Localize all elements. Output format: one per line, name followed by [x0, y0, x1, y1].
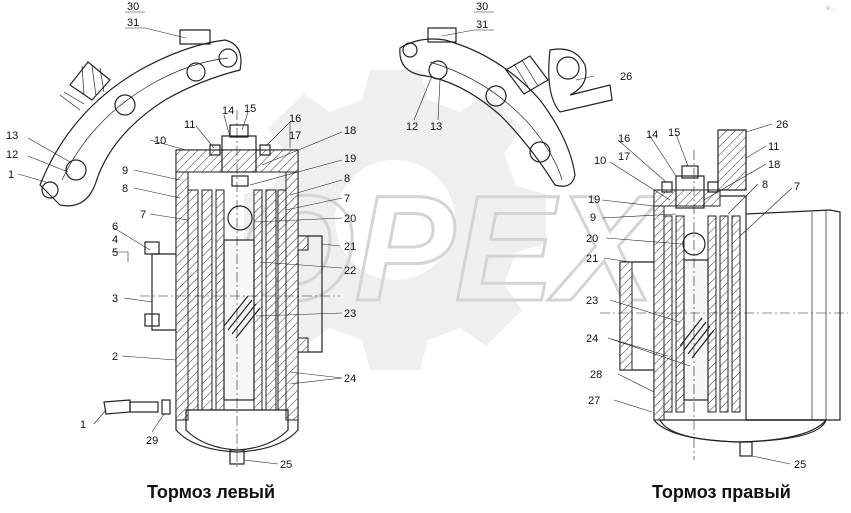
- callout: 17: [289, 130, 301, 142]
- callout: 21: [586, 253, 598, 265]
- callout: 2: [112, 351, 118, 363]
- watermark-gear: [244, 70, 546, 370]
- caption-right-brake: Тормоз правый: [652, 482, 791, 502]
- callout: 25: [280, 459, 292, 471]
- callout: 15: [668, 127, 680, 139]
- callout: 24: [344, 373, 356, 385]
- callout: 6: [112, 221, 118, 233]
- callout: 16: [289, 113, 301, 125]
- left-lever: [39, 29, 242, 207]
- callout: 23: [344, 308, 356, 320]
- callout: 25: [794, 459, 806, 471]
- callout: 26: [620, 71, 632, 83]
- callout: 30: [476, 1, 488, 13]
- callout: 30: [127, 1, 139, 13]
- callout: 7: [140, 209, 146, 221]
- callout: 14: [646, 129, 658, 141]
- corner-mark: © ...: [826, 6, 836, 12]
- callout: 24: [586, 333, 598, 345]
- callout: 21: [344, 241, 356, 253]
- callout: 16: [618, 133, 630, 145]
- callout: 19: [588, 194, 600, 206]
- callout: 20: [586, 233, 598, 245]
- callout: 11: [768, 141, 779, 153]
- callout: 8: [122, 183, 128, 195]
- callout: 10: [594, 155, 606, 167]
- callout: 10: [154, 135, 166, 147]
- callout: 5: [112, 247, 118, 259]
- callout: 9: [590, 212, 596, 224]
- callout: 12: [6, 149, 18, 161]
- callout: 27: [588, 395, 600, 407]
- left-brake: 30 31 13 12 1 10 11 14 15 16 17 18 9 19 …: [6, 1, 356, 471]
- right-brake: 30 31 26 12 13 26 16 17 14 15 11 10 18 8…: [399, 1, 848, 471]
- callout: 13: [430, 121, 442, 133]
- callout: 28: [590, 369, 602, 381]
- callout: 31: [127, 17, 139, 29]
- callout: 29: [146, 435, 158, 447]
- left-housing: [140, 110, 340, 470]
- left-leaders: [17, 11, 343, 465]
- callout: 23: [586, 295, 598, 307]
- right-callouts: 30 31 26 12 13 26 16 17 14 15 11 10 18 8…: [406, 1, 806, 471]
- callout: 11: [184, 119, 195, 131]
- callout: 18: [768, 159, 780, 171]
- callout: 20: [344, 213, 356, 225]
- callout: 14: [222, 105, 234, 117]
- callout: 9: [122, 165, 128, 177]
- callout: 17: [618, 151, 630, 163]
- right-leaders: [413, 11, 793, 465]
- callout: 31: [476, 19, 488, 31]
- callout: 13: [6, 130, 18, 142]
- callout: 3: [112, 293, 118, 305]
- callout: 19: [344, 153, 356, 165]
- callout: 22: [344, 265, 356, 277]
- callout: 8: [344, 173, 350, 185]
- callout: 1: [8, 169, 14, 181]
- callout: 12: [406, 121, 418, 133]
- callout: 7: [344, 193, 350, 205]
- left-callouts: 30 31 13 12 1 10 11 14 15 16 17 18 9 19 …: [6, 1, 356, 471]
- callout: 1: [80, 419, 86, 431]
- left-loose-fitting: [103, 399, 171, 415]
- callout: 7: [794, 181, 800, 193]
- caption-left-brake: Тормоз левый: [147, 482, 276, 502]
- callout: 8: [762, 179, 768, 191]
- callout: 18: [344, 125, 356, 137]
- callout: 26: [776, 119, 788, 131]
- callout: 15: [244, 103, 256, 115]
- callout: 4: [112, 234, 118, 246]
- right-lever: [399, 27, 613, 187]
